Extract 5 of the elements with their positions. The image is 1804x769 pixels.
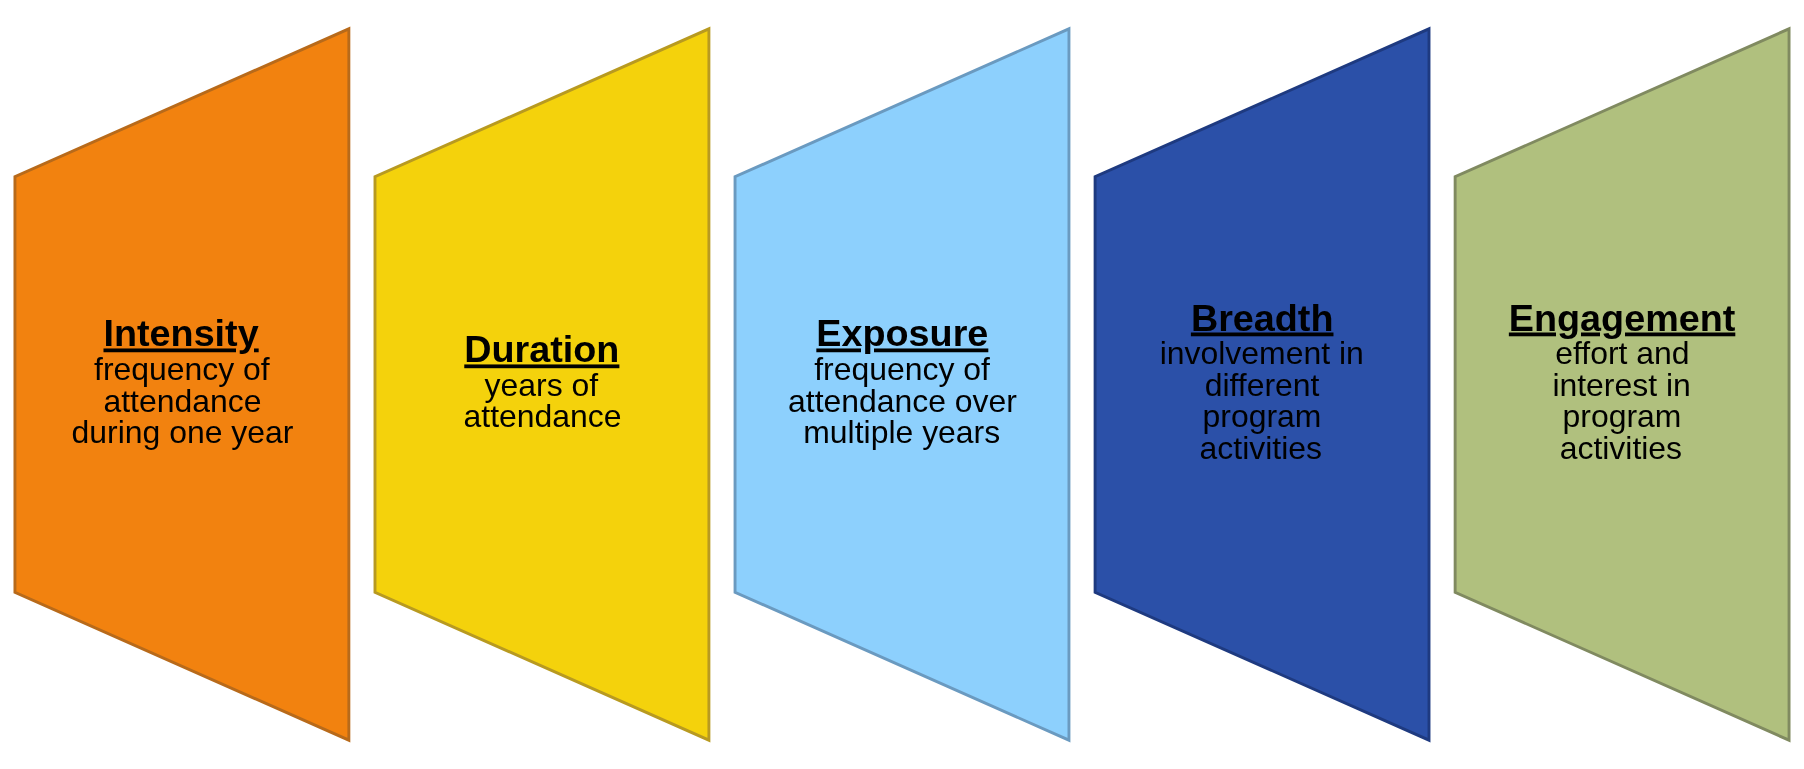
node-box: Exposure frequency of attendance over multiple years [733, 26, 1071, 743]
node-box: Engagement effort and interest in program activities [1453, 26, 1791, 743]
node-box: Breadth involvement in different program activities [1093, 26, 1431, 743]
node-box: Duration years of attendance [373, 26, 711, 743]
node-box: Intensity frequency of attendance during one year [13, 26, 351, 743]
